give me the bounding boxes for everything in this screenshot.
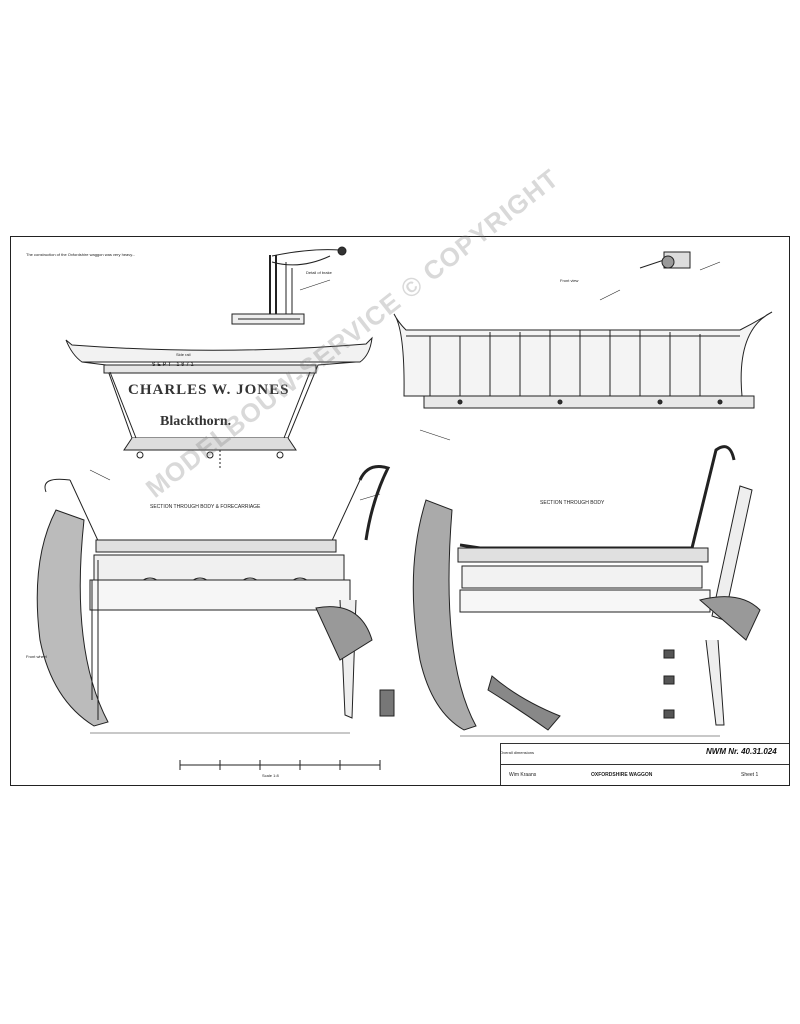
front-section [36, 465, 395, 727]
front-view-note: Front view [560, 278, 579, 283]
intro-note: The construction of the Oxfordshire wagg… [26, 252, 136, 257]
brake-note: Detail of brake [306, 270, 332, 275]
wagon-name: OXFORDSHIRE WAGGON [591, 772, 653, 778]
side-elevation [393, 251, 773, 409]
side-rail-note: Side rail [176, 352, 191, 357]
scale-label: Scale 1:8 [262, 773, 279, 778]
title-block: Wim Kraans OXFORDSHIRE WAGGON Sheet 1 [500, 743, 789, 785]
nwm-number: NWM Nr. 40.31.024 [706, 747, 777, 756]
rear-section-heading: SECTION THROUGH BODY [540, 500, 605, 506]
signboard-place: Blackthorn. [160, 414, 232, 429]
signboard-name: CHARLES W. JONES [128, 382, 290, 398]
rear-section [412, 445, 761, 731]
drawn-by: Wim Kraans [509, 772, 537, 778]
sheet-label: Sheet 1 [741, 772, 759, 778]
scale-bar [90, 732, 720, 770]
signboard-date: SEPT 1871 [152, 362, 196, 368]
front-section-heading: SECTION THROUGH BODY & FORECARRIAGE [150, 504, 261, 510]
brake-detail [231, 246, 347, 325]
wheel-note: Front wheel [26, 654, 47, 659]
front-end-board [65, 336, 373, 470]
bottom-note: Overall dimensions [500, 750, 535, 755]
